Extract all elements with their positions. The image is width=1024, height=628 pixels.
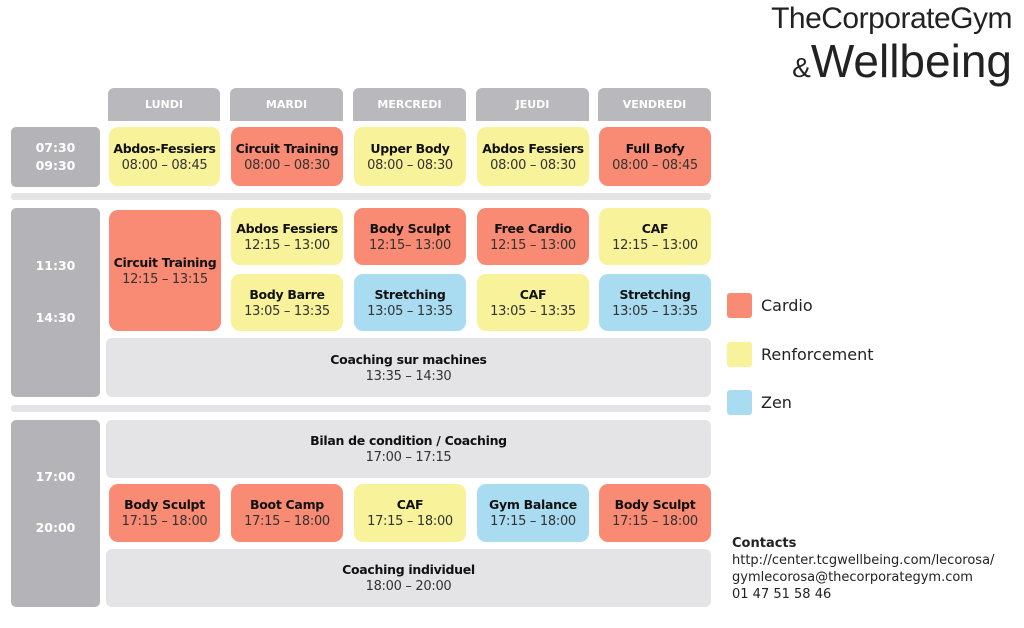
legend-swatch-renforcement [727,341,752,367]
class-time: 13:05 – 13:35 [367,303,453,319]
brand-ampersand: & [792,52,811,83]
class-time: 08:00 – 08:45 [121,157,208,173]
class-title: Abdos Fessiers [236,220,338,236]
class-title: Coaching individuel [342,562,475,577]
class-time: 13:05 – 13:35 [490,303,576,319]
class-title: Abdos Fessiers [482,140,584,156]
contact-phone: 01 47 51 58 46 [732,587,832,602]
class-title: CAF [396,497,424,512]
class-title: Bilan de condition / Coaching [310,433,507,448]
class-title: CAF [519,286,547,302]
class-title: Gym Balance [489,497,577,512]
legend-swatch-cardio [727,293,752,318]
class-time: 17:15 – 18:00 [244,514,330,529]
class-title: Coaching sur machines [330,351,487,367]
day-header: VENDREDI [598,88,711,121]
time-block: 11:30 14:30 [11,208,100,397]
class-time: 17:15 – 18:00 [367,514,453,529]
class-time: 12:15 – 13:15 [122,271,208,287]
divider [11,193,711,200]
class-title: Body Sculpt [614,497,696,512]
class-time: 08:00 – 08:30 [367,157,453,173]
class-slot[interactable]: Body Sculpt 17:15 – 18:00 [599,484,711,542]
divider [11,405,711,412]
time-block: 17:00 20:00 [11,420,100,607]
class-time: 18:00 – 20:00 [365,579,452,594]
contacts-heading: Contacts [732,536,797,551]
class-time: 13:05 – 13:35 [244,303,330,319]
class-title: Circuit Training [113,254,217,270]
legend-label: Renforcement [761,344,874,364]
legend-label: Cardio [761,296,813,315]
time-end: 09:30 [35,158,76,173]
day-header: LUNDI [108,88,220,121]
class-title: Circuit Training [235,140,339,156]
time-block: 07:30 09:30 [11,127,100,187]
class-time: 17:15 – 18:00 [612,514,698,529]
brand-logo-line1: TheCorporateGym [771,2,1012,35]
class-time: 12:15 – 13:00 [612,237,698,253]
class-time: 08:00 – 08:30 [490,157,576,173]
class-time: 13:35 – 14:30 [365,368,452,384]
day-header: MERCREDI [353,88,466,121]
class-slot-wide[interactable]: Bilan de condition / Coaching 17:00 – 17:… [106,420,711,478]
class-time: 13:05 – 13:35 [612,303,698,319]
class-title: Body Barre [249,286,325,302]
contacts: Contacts http://center.tcgwellbeing.com/… [732,535,994,603]
class-title: Full Bofy [625,140,685,156]
contact-email[interactable]: gymlecorosa@thecorporategym.com [732,570,973,585]
day-header: MARDI [230,88,343,121]
contact-url[interactable]: http://center.tcgwellbeing.com/lecorosa/ [732,553,995,568]
class-time: 17:15 – 18:00 [490,514,576,529]
time-end: 14:30 [35,310,76,325]
brand-wellbeing: Wellbeing [810,35,1012,87]
class-slot[interactable]: Boot Camp 17:15 – 18:00 [231,484,343,542]
class-time: 08:00 – 08:45 [612,157,698,173]
class-time: 12:15 – 13:00 [244,237,330,253]
class-slot[interactable]: Body Sculpt 17:15 – 18:00 [109,484,220,542]
class-slot[interactable]: CAF 17:15 – 18:00 [354,484,466,542]
brand-logo-line2: &Wellbeing [792,34,1012,88]
legend-swatch-zen [727,390,752,415]
class-slot[interactable]: Gym Balance 17:15 – 18:00 [477,484,589,542]
class-title: Stretching [619,286,691,302]
class-title: Stretching [374,286,446,302]
legend-label: Zen [761,393,792,412]
class-title: Free Cardio [494,220,572,236]
class-title: Upper Body [370,140,450,156]
class-slot-wide[interactable]: Coaching individuel 18:00 – 20:00 [106,549,711,607]
class-title: Body Sculpt [369,220,451,236]
time-start: 11:30 [35,258,76,273]
class-title: Abdos-Fessiers [113,140,216,156]
time-start: 07:30 [35,140,76,155]
class-title: CAF [641,220,669,236]
class-time: 08:00 – 08:30 [244,157,330,173]
class-title: Boot Camp [250,497,324,512]
class-time: 17:00 – 17:15 [365,450,452,465]
time-start: 17:00 [35,469,76,484]
class-time: 12:15– 13:00 [369,237,451,253]
time-end: 20:00 [35,520,76,535]
class-time: 17:15 – 18:00 [121,514,208,529]
day-header: JEUDI [476,88,589,121]
class-time: 12:15 – 13:00 [490,237,576,253]
class-title: Body Sculpt [124,497,205,512]
